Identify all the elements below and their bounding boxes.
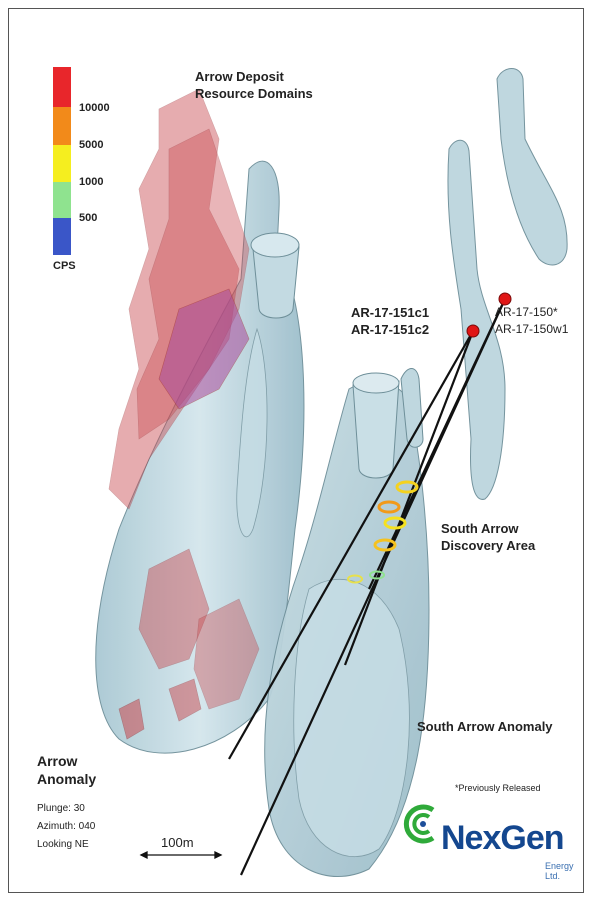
title-line-1: Arrow Deposit: [195, 69, 284, 84]
nexgen-wordmark: NexGen: [441, 819, 564, 858]
view-looking: Looking NE: [37, 839, 89, 850]
arrow-anomaly-cylinder: [253, 247, 299, 318]
figure-frame: 10000 5000 1000 500 CPS Arrow Deposit Re…: [8, 8, 584, 893]
legend-value-500: 500: [79, 212, 97, 224]
legend-swatch-orange: [53, 107, 71, 145]
arrow-anomaly-label-line-1: Arrow: [37, 753, 77, 769]
drillhole-label-151c2: AR-17-151c2: [351, 322, 429, 337]
far-anomaly-pipe-b: [497, 69, 567, 265]
south-arrow-cylinder-top: [353, 373, 399, 393]
brand-part-a: Nex: [441, 819, 500, 857]
legend-swatch-blue: [53, 218, 71, 255]
brand-part-b: Gen: [500, 819, 563, 857]
south-anomaly-label: South Arrow Anomaly: [417, 719, 553, 734]
legend-value-10000: 10000: [79, 102, 110, 114]
previously-released-note: *Previously Released: [455, 783, 541, 793]
scale-bar-label: 100m: [161, 835, 194, 850]
collar-150-marker: [499, 293, 511, 305]
title-line-2: Resource Domains: [195, 86, 313, 101]
legend-unit: CPS: [53, 260, 76, 272]
drillhole-label-150: AR-17-150*: [495, 305, 558, 319]
collar-151-marker: [467, 325, 479, 337]
nexgen-logo-mark-icon: [406, 807, 433, 841]
legend-swatch-red: [53, 67, 71, 107]
discovery-label-line-1: South Arrow: [441, 521, 519, 536]
south-arrow-anomaly-inner: [294, 579, 410, 856]
drillhole-label-150w1: AR-17-150w1: [495, 322, 568, 336]
legend-swatch-green: [53, 182, 71, 218]
drillhole-label-151c1: AR-17-151c1: [351, 305, 429, 320]
arrow-anomaly-label-line-2: Anomaly: [37, 771, 96, 787]
discovery-label-line-2: Discovery Area: [441, 538, 535, 553]
nexgen-subtitle: Energy Ltd.: [545, 861, 583, 881]
south-arrow-cylinder: [353, 381, 399, 478]
legend-value-5000: 5000: [79, 139, 103, 151]
view-azimuth: Azimuth: 040: [37, 821, 95, 832]
view-plunge: Plunge: 30: [37, 803, 85, 814]
arrow-anomaly-cylinder-top: [251, 233, 299, 257]
legend-swatch-yellow: [53, 145, 71, 182]
scale-bar: [141, 852, 221, 858]
legend-value-1000: 1000: [79, 176, 103, 188]
